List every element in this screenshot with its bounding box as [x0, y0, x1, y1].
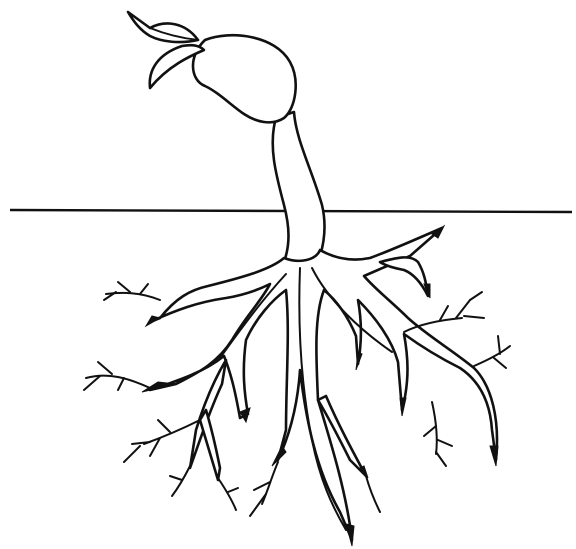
lateral-root: [200, 410, 220, 480]
root-tip: [490, 446, 498, 466]
root-tip: [146, 316, 160, 326]
stem: [273, 112, 325, 262]
primary-root: [150, 228, 497, 540]
root-tip: [272, 446, 286, 466]
lateral-root: [380, 257, 428, 296]
seed-coat: [193, 35, 296, 122]
root-tip: [400, 398, 406, 416]
root-tip: [346, 524, 354, 546]
